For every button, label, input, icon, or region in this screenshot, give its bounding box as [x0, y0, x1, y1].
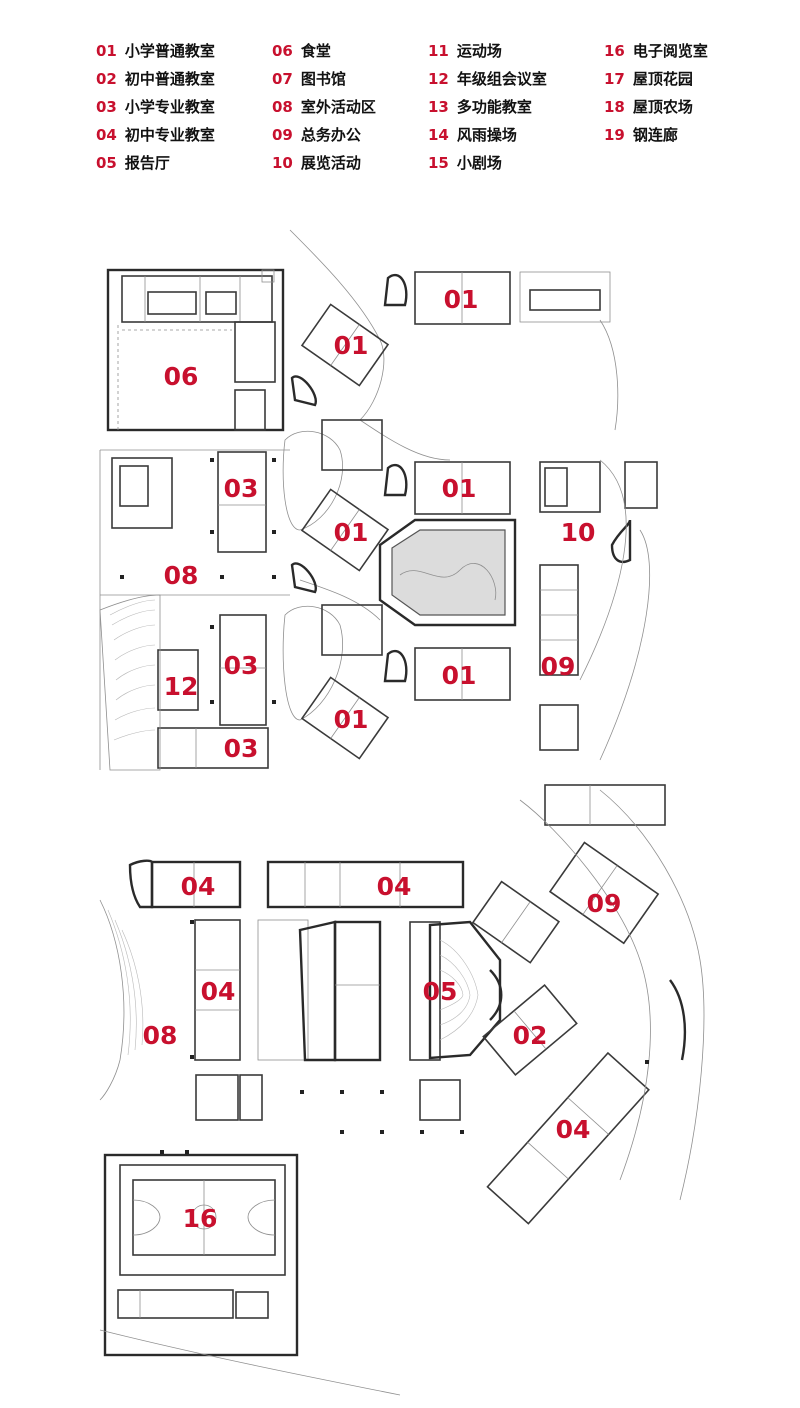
- plan-label: 01: [442, 474, 477, 503]
- classroom-pods: [290, 271, 511, 760]
- plan-label: 16: [183, 1204, 218, 1233]
- plan-label: 01: [444, 285, 479, 314]
- plan-label: 01: [334, 705, 369, 734]
- east-wing: [519, 271, 666, 826]
- plan-labels: 01 01 01 01 01 01 06 03 03 03 08 12 10 0…: [143, 285, 622, 1233]
- plan-label: 03: [224, 651, 259, 680]
- canteen-block: [106, 268, 285, 432]
- plan-label: 03: [224, 474, 259, 503]
- plan-label: 04: [556, 1115, 591, 1144]
- plan-label: 04: [181, 872, 216, 901]
- plan-label: 12: [164, 672, 199, 701]
- plan-label: 08: [143, 1021, 178, 1050]
- south-west-wing: [99, 899, 263, 1121]
- plan-label: 08: [164, 561, 199, 590]
- east-diagonal-wing: [471, 789, 705, 1225]
- gym-block: [99, 1153, 401, 1396]
- plan-label: 09: [541, 652, 576, 681]
- plan-label: 01: [442, 661, 477, 690]
- plan-label: 06: [164, 362, 199, 391]
- plan-label: 10: [561, 518, 596, 547]
- plan-label: 09: [587, 889, 622, 918]
- plan-label: 04: [201, 977, 236, 1006]
- plan-label: 02: [513, 1021, 548, 1050]
- plan-label: 01: [334, 331, 369, 360]
- plan-label: 01: [334, 518, 369, 547]
- auditorium-block: [257, 919, 503, 1121]
- floor-plan: 01 01 01 01 01 01 06 03 03 03 08 12 10 0…: [99, 229, 705, 1396]
- plan-label: 03: [224, 734, 259, 763]
- west-wing: [99, 449, 290, 771]
- plan-label: 05: [423, 977, 458, 1006]
- south-north-strip: [128, 859, 465, 909]
- atrium: [282, 229, 451, 721]
- courtyard: [378, 518, 517, 627]
- plan-label: 04: [377, 872, 412, 901]
- columns: [120, 458, 649, 1154]
